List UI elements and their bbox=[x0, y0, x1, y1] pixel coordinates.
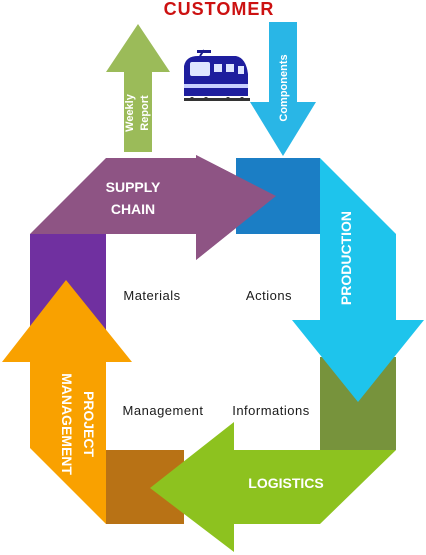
supply-chain-arrow: SUPPLY CHAIN bbox=[30, 155, 320, 260]
train-icon bbox=[184, 49, 250, 101]
production-label: PRODUCTION bbox=[338, 211, 354, 305]
project-management-arrow: PROJECT MANAGEMENT bbox=[2, 280, 132, 524]
weekly-report-label-line2: Report bbox=[139, 95, 151, 131]
components-arrow: Components bbox=[250, 22, 316, 156]
informations-label: Informations bbox=[232, 403, 310, 418]
customer-title: CUSTOMER bbox=[164, 0, 275, 19]
logistics-label: LOGISTICS bbox=[248, 475, 323, 491]
supply-chain-label-line2: CHAIN bbox=[111, 201, 155, 217]
weekly-report-label-line1: Weekly bbox=[124, 93, 136, 132]
actions-label: Actions bbox=[246, 288, 292, 303]
logistics-arrow: LOGISTICS bbox=[150, 422, 396, 552]
production-arrow: PRODUCTION bbox=[292, 158, 424, 402]
project-management-label-line2: MANAGEMENT bbox=[59, 373, 75, 475]
components-label: Components bbox=[278, 54, 290, 121]
weekly-report-arrow: Weekly Report bbox=[106, 24, 170, 152]
supply-chain-label-line1: SUPPLY bbox=[106, 179, 161, 195]
project-management-label-line1: PROJECT bbox=[81, 391, 97, 458]
materials-label: Materials bbox=[123, 288, 180, 303]
management-label: Management bbox=[123, 403, 204, 418]
